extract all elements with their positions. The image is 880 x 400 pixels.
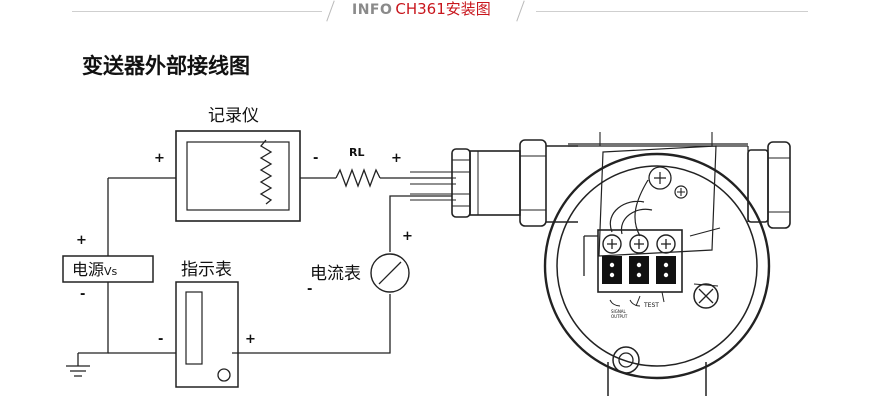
terminal-markers [609, 299, 641, 307]
right-connector-body [747, 149, 769, 223]
indicator-knob [217, 368, 231, 382]
recorder-trace [259, 139, 273, 205]
recorder-minus: - [313, 151, 318, 166]
page-title: 变送器外部接线图 [82, 54, 250, 78]
terminal-screw-crosses [607, 239, 671, 249]
mount-screw-cross [698, 288, 714, 304]
wire-indicator-to-ammeter [232, 294, 391, 354]
indicator-box [175, 281, 239, 388]
gland-hex-lines [520, 155, 546, 211]
cable [410, 171, 456, 201]
ammeter-minus: - [307, 282, 312, 297]
indicator-bar [185, 291, 203, 365]
housing-outer-circle [543, 152, 771, 380]
internal-wires [609, 179, 653, 237]
terminal-block [597, 229, 683, 293]
power-source-box [62, 255, 154, 283]
right-connector-lines [768, 157, 790, 213]
header-product-name: CH361安装图 [395, 0, 491, 18]
ground-screw-right [674, 185, 688, 199]
header-info: INFO [352, 2, 393, 18]
terminal-dot [609, 262, 615, 268]
internal-board [598, 145, 717, 257]
gland-nut-lines [452, 159, 470, 207]
board-edge-lines [689, 227, 721, 287]
recorder-box [175, 130, 301, 222]
ground-symbol [66, 353, 90, 377]
recorder-screen [186, 141, 290, 211]
rl-label: RL [349, 146, 364, 159]
mount-screw [693, 283, 719, 309]
terminal-screw-3 [656, 234, 676, 254]
ammeter-circle [370, 253, 410, 293]
wire-ammeter-to-transmitter [389, 195, 452, 252]
housing-top [568, 143, 748, 147]
power-label: 电源Vs [72, 260, 118, 279]
test-label: TEST [643, 302, 659, 309]
ground-screw-left [648, 166, 672, 190]
terminal-dot [636, 272, 642, 278]
gland-hex [519, 139, 547, 227]
housing-stem [607, 362, 707, 396]
rl-plus: + [391, 151, 402, 166]
terminal-bracket-left [583, 235, 598, 276]
housing-top-marks [599, 132, 713, 146]
gland-nut [451, 148, 471, 218]
bottom-lug-outer [612, 346, 640, 374]
ground-screw-right-cross [677, 188, 685, 196]
resistor-rl [335, 168, 381, 188]
ammeter-needle [378, 261, 402, 285]
right-connector-nut [767, 141, 791, 229]
terminal-screw-2 [629, 234, 649, 254]
ammeter-plus: + [402, 229, 413, 244]
ground-screw-left-cross [654, 172, 666, 184]
housing-inner-circle [556, 165, 758, 367]
test-markers [635, 291, 665, 307]
indicator-label: 指示表 [181, 260, 232, 280]
terminal-dot [663, 272, 669, 278]
terminal-small-label-2: OUTPUT [611, 314, 628, 319]
indicator-plus: + [245, 332, 256, 347]
power-minus: - [80, 287, 85, 302]
header-line-right [536, 11, 808, 12]
ammeter-label: 电流表 [310, 264, 361, 284]
terminal-dot [663, 262, 669, 268]
terminal-screw-1 [602, 234, 622, 254]
terminal-dot [609, 272, 615, 278]
header-line-left [72, 11, 322, 12]
terminal-slot-3 [656, 256, 676, 284]
terminal-small-label-1: SIGNAL [611, 309, 627, 314]
terminal-dot [636, 262, 642, 268]
power-plus: + [76, 233, 87, 248]
indicator-minus: - [158, 332, 163, 347]
recorder-label: 记录仪 [208, 106, 259, 126]
terminal-slot-2 [629, 256, 649, 284]
recorder-plus: + [154, 151, 165, 166]
terminal-slot-1 [602, 256, 622, 284]
bottom-lug-inner [618, 352, 634, 368]
